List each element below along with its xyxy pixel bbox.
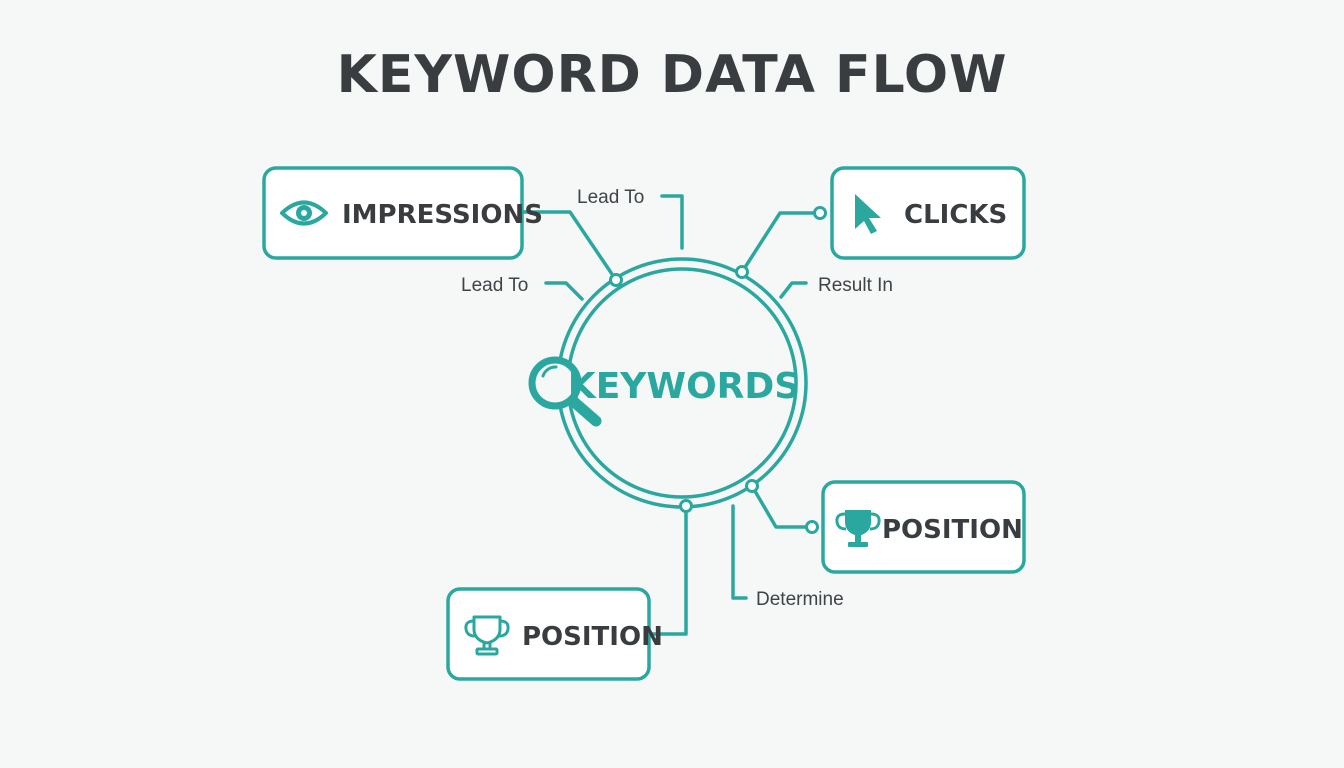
- eye-icon: [280, 200, 328, 226]
- cursor-arrow-icon: [855, 194, 881, 234]
- connector-position-bottom: [648, 504, 688, 636]
- connector-dots: [609, 206, 827, 534]
- dot-position-bottom-ring: [679, 499, 693, 513]
- connector-lead-to-top: [660, 194, 684, 250]
- center-node: KEYWORDS: [528, 257, 808, 509]
- trophy-icon: [464, 615, 510, 656]
- connector-position-right: [750, 484, 814, 529]
- edge-label-lead-to-left: Lead To: [461, 275, 528, 296]
- node-impressions-box: [262, 166, 524, 260]
- diagram-title: KEYWORD DATA FLOW: [337, 45, 1008, 105]
- center-label: KEYWORDS: [568, 366, 800, 407]
- node-impressions: IMPRESSIONS: [262, 166, 543, 260]
- node-position-bottom-box: [446, 587, 651, 681]
- connectors: [520, 194, 822, 636]
- dot-clicks-box: [813, 206, 827, 220]
- edge-label-lead-to-top: Lead To: [577, 187, 644, 208]
- trophy-icon: [835, 510, 881, 547]
- node-position-right-box: [821, 480, 1026, 574]
- connector-result-in: [779, 281, 808, 299]
- node-position-bottom: POSITION: [446, 587, 663, 681]
- connector-clicks: [740, 211, 822, 274]
- connector-determine: [731, 504, 748, 600]
- node-position-bottom-label: POSITION: [522, 622, 663, 652]
- connector-impressions: [520, 210, 618, 282]
- dot-position-right-box: [805, 520, 819, 534]
- dot-impressions: [609, 273, 623, 287]
- node-clicks-box: [830, 166, 1026, 260]
- dot-position-right-ring: [745, 479, 759, 493]
- node-clicks-label: CLICKS: [904, 200, 1007, 230]
- node-clicks: CLICKS: [830, 166, 1026, 260]
- edge-label-determine: Determine: [756, 589, 844, 610]
- node-impressions-label: IMPRESSIONS: [342, 200, 543, 230]
- connector-lead-to-left: [544, 281, 584, 301]
- dot-clicks-ring: [735, 265, 749, 279]
- edge-label-result-in: Result In: [818, 275, 893, 296]
- magnifying-glass-icon: [528, 356, 602, 427]
- node-position-right-label: POSITION: [882, 515, 1023, 545]
- node-position-right: POSITION: [821, 480, 1026, 574]
